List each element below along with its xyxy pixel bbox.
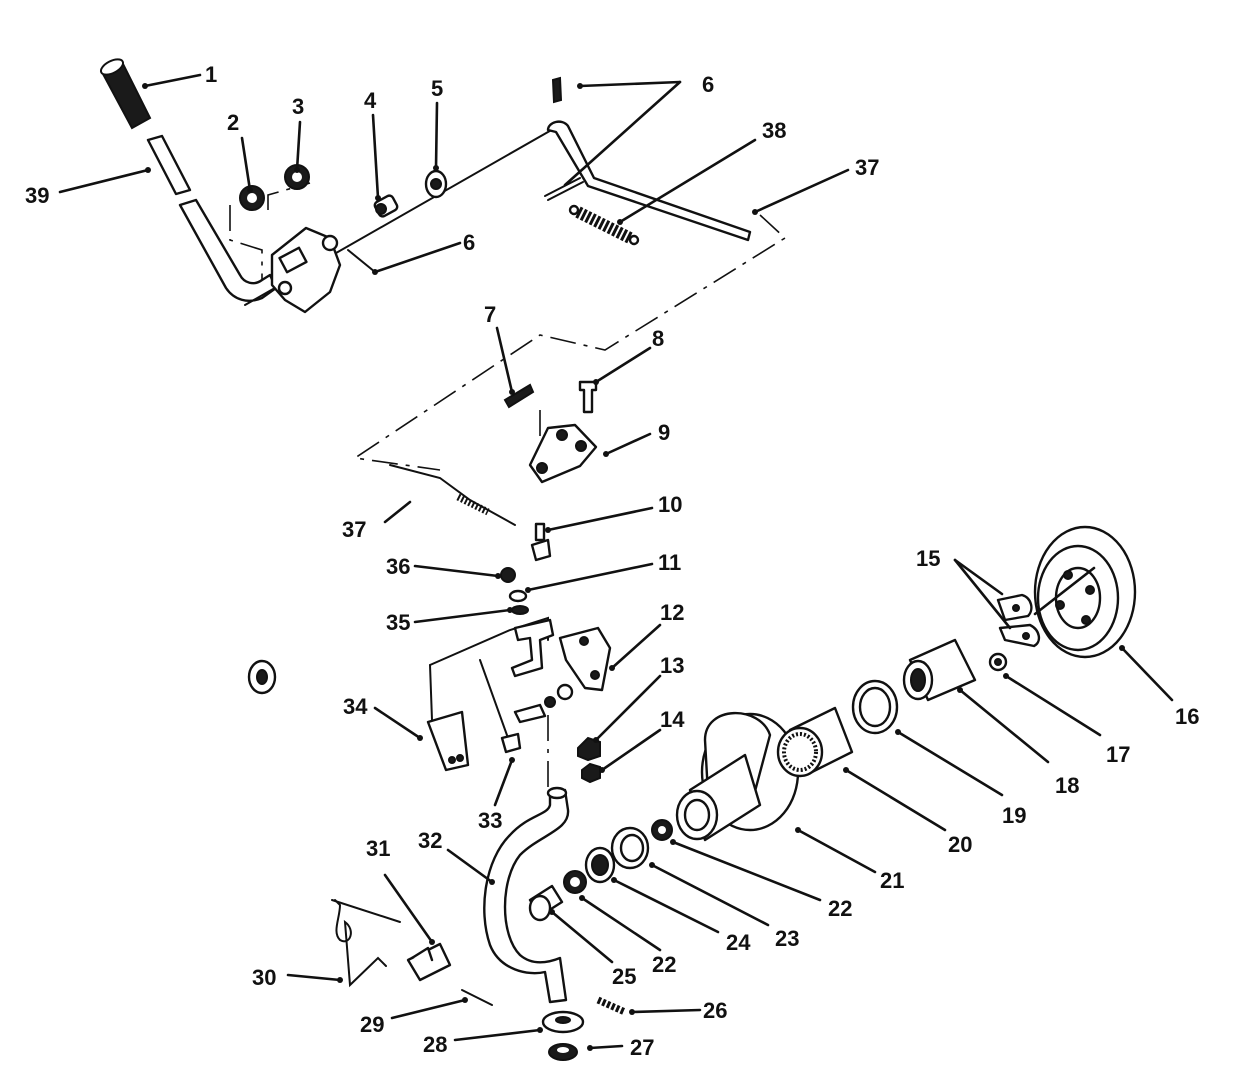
callout-24: 24 bbox=[726, 930, 751, 955]
callout-3: 3 bbox=[292, 94, 304, 119]
part-8-bolt bbox=[578, 380, 598, 414]
callout-19: 19 bbox=[1002, 803, 1026, 828]
callout-10: 10 bbox=[658, 492, 682, 517]
callout-36: 36 bbox=[386, 554, 410, 579]
part-1-handle-grip bbox=[99, 58, 152, 130]
part-38-spring bbox=[568, 204, 640, 246]
callout-4: 4 bbox=[364, 88, 377, 113]
callout-13: 13 bbox=[660, 653, 684, 678]
part-5-washer bbox=[424, 169, 448, 199]
part-27-nut bbox=[548, 1043, 578, 1061]
part-23-bearing bbox=[610, 826, 650, 870]
part-7-pin bbox=[503, 383, 535, 409]
callout-labels: 1 2 3 4 5 6 6 7 8 9 10 11 12 13 14 15 16… bbox=[25, 62, 1199, 1060]
part-15-clamp-lower bbox=[998, 623, 1041, 648]
part-33-bolt bbox=[479, 659, 522, 754]
part-9-pivot-plate bbox=[528, 423, 598, 484]
control-bracket bbox=[244, 127, 556, 314]
loose-washer bbox=[247, 659, 277, 695]
part-13-nut bbox=[577, 736, 601, 762]
callout-6-top: 6 bbox=[702, 72, 714, 97]
callout-17: 17 bbox=[1106, 742, 1130, 767]
callout-12: 12 bbox=[660, 600, 684, 625]
callout-33: 33 bbox=[478, 808, 502, 833]
part-19-seal-ring bbox=[851, 679, 899, 735]
callout-8: 8 bbox=[652, 326, 664, 351]
callout-25: 25 bbox=[612, 964, 636, 989]
part-12-bracket bbox=[558, 626, 612, 692]
part-25-sleeve bbox=[528, 884, 564, 922]
callout-14: 14 bbox=[660, 707, 685, 732]
callout-28: 28 bbox=[423, 1032, 447, 1057]
callout-6-left: 6 bbox=[463, 230, 475, 255]
part-39-lever-rod bbox=[146, 134, 278, 302]
callout-11: 11 bbox=[658, 550, 681, 575]
callout-7: 7 bbox=[484, 302, 496, 327]
callout-20: 20 bbox=[948, 832, 972, 857]
part-18-spacer-tube bbox=[902, 638, 977, 702]
part-22-spacer-lower bbox=[563, 870, 587, 894]
part-37-control-rod-lower bbox=[389, 464, 516, 526]
part-3-nut bbox=[284, 164, 310, 190]
part-24-bearing bbox=[584, 846, 616, 884]
callout-34: 34 bbox=[343, 694, 368, 719]
callout-29: 29 bbox=[360, 1012, 384, 1037]
callout-21: 21 bbox=[880, 868, 904, 893]
part-35-spring-washer bbox=[511, 605, 529, 615]
part-6-cotter-pin-left bbox=[347, 249, 376, 273]
bolt-with-washer bbox=[513, 683, 574, 724]
part-20-needle-bearing bbox=[776, 706, 854, 778]
callout-37-lower: 37 bbox=[342, 517, 366, 542]
part-6-cotter-pin-top bbox=[551, 76, 563, 104]
part-37-control-rod-upper bbox=[546, 120, 752, 242]
callout-31: 31 bbox=[366, 836, 390, 861]
part-11-washer bbox=[508, 589, 528, 603]
part-29-pin bbox=[461, 989, 493, 1006]
part-32-pedal-arm bbox=[483, 786, 570, 1004]
part-28-washer bbox=[541, 1010, 585, 1034]
callout-15: 15 bbox=[916, 546, 940, 571]
part-22-spacer-upper bbox=[651, 819, 673, 841]
callout-30: 30 bbox=[252, 965, 276, 990]
callout-32: 32 bbox=[418, 828, 442, 853]
callout-1: 1 bbox=[205, 62, 217, 87]
callout-37-upper: 37 bbox=[855, 155, 879, 180]
part-2-nut bbox=[239, 185, 265, 211]
callout-26: 26 bbox=[703, 998, 727, 1023]
part-4-bushing bbox=[373, 194, 399, 218]
part-30-torsion-spring bbox=[331, 899, 401, 988]
callout-39: 39 bbox=[25, 183, 49, 208]
part-31-bracket bbox=[406, 942, 452, 982]
callout-22-lower: 22 bbox=[652, 952, 676, 977]
part-21-pulley bbox=[675, 711, 800, 842]
part-10-clevis bbox=[530, 522, 552, 562]
callout-2: 2 bbox=[227, 110, 239, 135]
part-16-brake-disc bbox=[1033, 525, 1137, 659]
callout-23: 23 bbox=[775, 926, 799, 951]
callout-18: 18 bbox=[1055, 773, 1079, 798]
leader-lines bbox=[58, 73, 1174, 1051]
callout-38: 38 bbox=[762, 118, 786, 143]
callout-5: 5 bbox=[431, 76, 443, 101]
part-15-clamp-upper bbox=[996, 593, 1033, 622]
part-12-shaft bbox=[510, 618, 555, 678]
part-14-nut bbox=[581, 762, 601, 784]
part-17-bolt bbox=[988, 652, 1008, 672]
callout-27: 27 bbox=[630, 1035, 654, 1060]
callout-22-upper: 22 bbox=[828, 896, 852, 921]
part-6-cotter-pin-lower bbox=[544, 177, 584, 201]
callout-9: 9 bbox=[658, 420, 670, 445]
callout-16: 16 bbox=[1175, 704, 1199, 729]
part-36-nut bbox=[500, 567, 516, 583]
callout-35: 35 bbox=[386, 610, 410, 635]
part-26-pin bbox=[596, 996, 627, 1016]
